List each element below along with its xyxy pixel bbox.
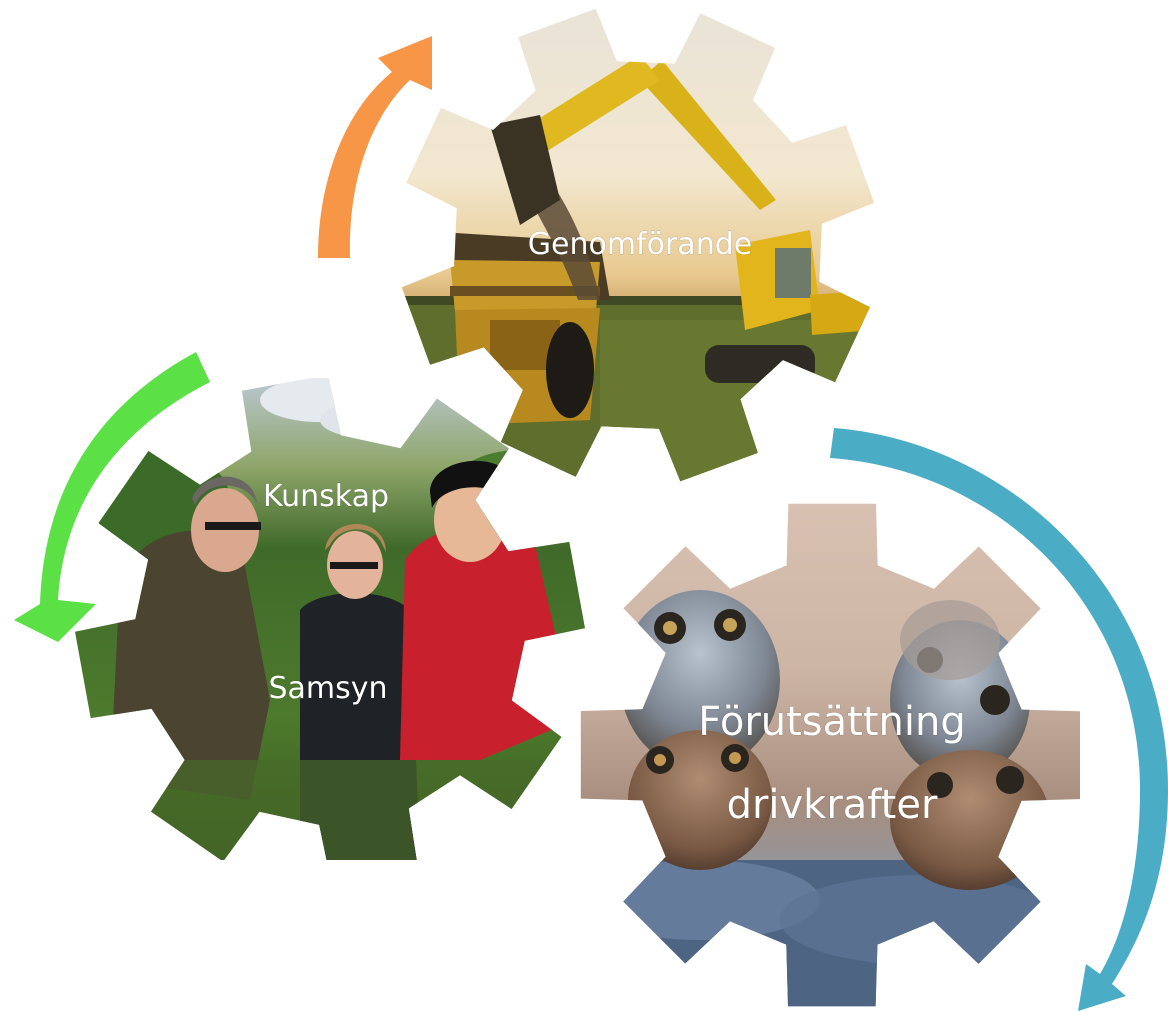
label-drivkrafter: drivkrafter xyxy=(727,782,938,828)
label-kunskap: Kunskap xyxy=(263,479,389,514)
arrow-right xyxy=(830,428,1168,1011)
frogs-photo xyxy=(580,503,1080,1007)
arrow-top xyxy=(318,36,432,258)
label-forutsattning: Förutsättning xyxy=(698,699,965,745)
curved-arrow-up-right-icon xyxy=(318,36,432,258)
gear-kunskap-samsyn xyxy=(75,378,585,860)
curved-arrow-down-left-icon xyxy=(14,352,210,642)
arrow-left xyxy=(14,352,210,642)
label-samsyn: Samsyn xyxy=(268,671,387,706)
people-photo xyxy=(75,378,585,860)
curved-arrow-down-clockwise-icon xyxy=(830,428,1168,1011)
label-genomforande: Genomförande xyxy=(528,227,752,262)
gear-forutsattning xyxy=(580,503,1080,1007)
